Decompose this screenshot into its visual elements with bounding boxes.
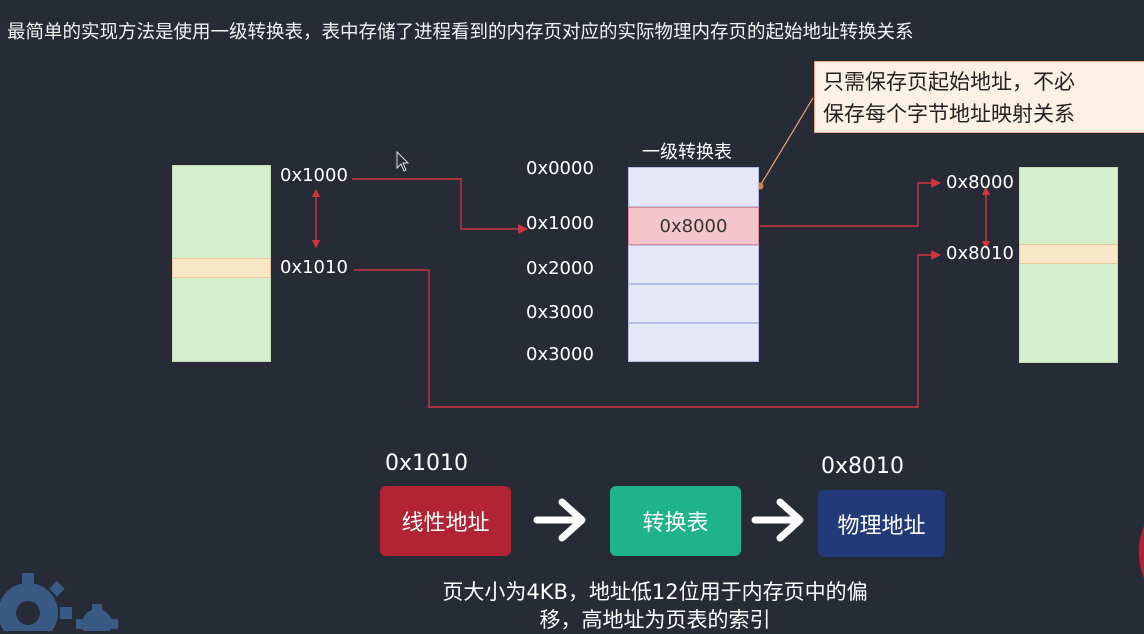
virtual-addr-top: 0x1000: [280, 165, 348, 186]
link-offset-to-physical: [354, 250, 941, 408]
translation-table-box: 转换表: [610, 486, 741, 556]
virtual-addr-bottom: 0x1010: [280, 257, 348, 278]
callout-note: 只需保存页起始地址，不必 保存每个字节地址映射关系: [814, 61, 1144, 133]
table-title: 一级转换表: [642, 142, 732, 163]
link-table-to-physical: [760, 178, 941, 227]
physical-memory-offset-slot: [1019, 244, 1118, 264]
linear-address-box: 线性地址: [380, 486, 511, 556]
table-cell-0: [628, 167, 759, 207]
table-row-label-1: 0x1000: [526, 213, 594, 234]
callout-pointer: [759, 97, 814, 187]
flow-arrow-1-icon: [533, 498, 586, 542]
mouse-cursor-icon: [396, 150, 410, 172]
small-gear-icon: [76, 604, 118, 631]
table-row-label-0: 0x0000: [526, 158, 594, 179]
callout-line-1: 只需保存页起始地址，不必: [823, 70, 1075, 94]
caption: 页大小为4KB，地址低12位用于内存页中的偏 移，高地址为页表的索引: [395, 578, 915, 634]
physical-address-label: 物理地址: [837, 513, 926, 539]
flow-arrow-2-icon: [751, 498, 804, 542]
table-row-label-3: 0x3000: [526, 302, 594, 323]
link-virtual-to-table: [352, 178, 528, 234]
physical-address-box: 物理地址: [818, 490, 945, 557]
callout-line-2: 保存每个字节地址映射关系: [823, 102, 1075, 126]
caption-line-1: 页大小为4KB，地址低12位用于内存页中的偏: [442, 580, 868, 604]
flow-physical-value: 0x8010: [821, 454, 905, 479]
table-cell-2: [628, 245, 759, 284]
table-cell-4: [628, 323, 759, 362]
table-cell-3: [628, 284, 759, 323]
caption-line-2: 移，高地址为页表的索引: [539, 608, 771, 632]
physical-addr-bottom: 0x8010: [946, 243, 1014, 264]
table-row-label-2: 0x2000: [526, 258, 594, 279]
virtual-memory-offset-slot: [172, 258, 271, 278]
table-cell-value: 0x8000: [659, 215, 728, 237]
table-row-label-4: 0x3000: [526, 344, 594, 365]
physical-addr-top: 0x8000: [946, 172, 1014, 193]
linear-address-label: 线性地址: [401, 511, 490, 536]
page-heading: 最简单的实现方法是使用一级转换表，表中存储了进程看到的内存页对应的实际物理内存页…: [7, 22, 914, 43]
table-cell-highlight: 0x8000: [628, 207, 759, 245]
decorative-edge-shape: [1138, 526, 1144, 578]
flow-linear-value: 0x1010: [385, 451, 469, 476]
translation-table-label: 转换表: [642, 511, 709, 536]
physical-memory-block: [1019, 167, 1118, 363]
gear-icon: [0, 573, 72, 631]
